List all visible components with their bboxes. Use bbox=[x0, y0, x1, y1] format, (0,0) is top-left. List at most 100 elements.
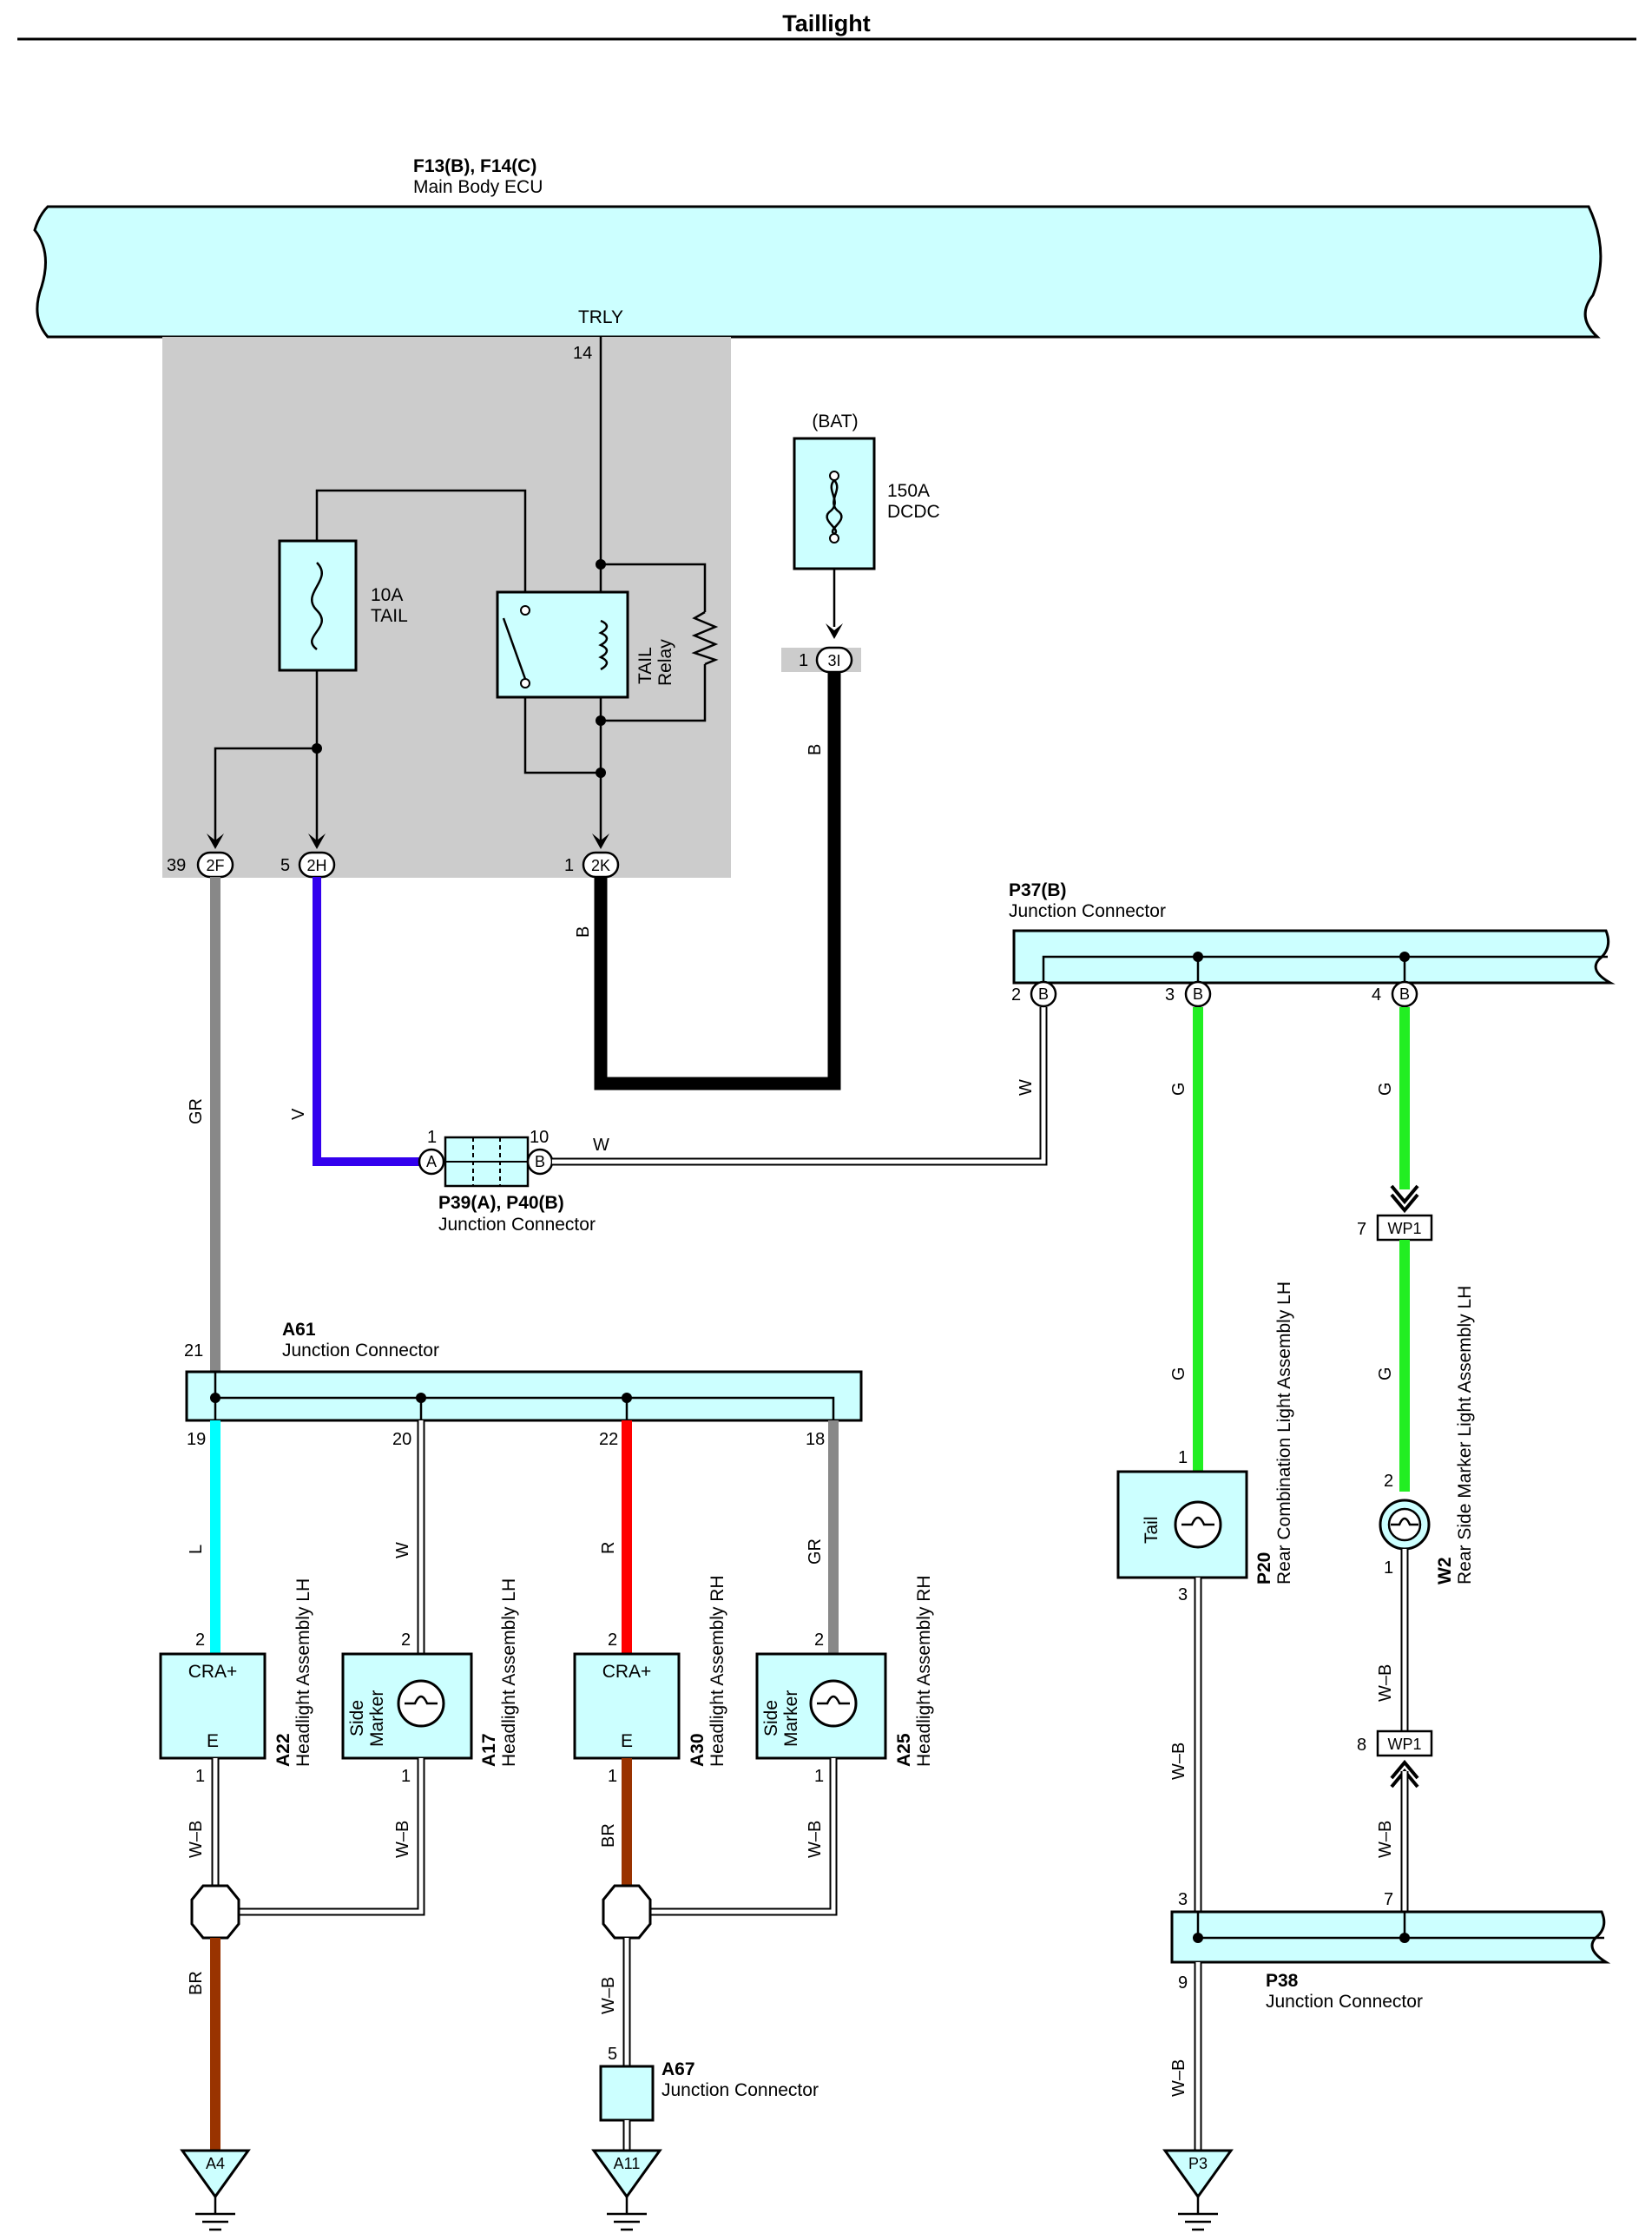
svg-text:4: 4 bbox=[1372, 985, 1381, 1005]
internal-wiring bbox=[214, 337, 707, 847]
a67-pin: 5 bbox=[608, 2045, 617, 2064]
a25-code: A25 bbox=[894, 1733, 914, 1767]
wire-label-wb-5: W–B bbox=[1169, 1743, 1188, 1780]
wire-label-g-3: G bbox=[1376, 1082, 1395, 1096]
wire-label-l: L bbox=[187, 1545, 206, 1554]
wp1-label-bottom: WP1 bbox=[1387, 1736, 1421, 1753]
a25-pin-bottom: 1 bbox=[814, 1767, 824, 1786]
ecu-terminal: TRLY bbox=[578, 307, 623, 327]
p37-pins: B 2 B 3 B 4 bbox=[1011, 980, 1418, 1008]
p20-code: P20 bbox=[1254, 1552, 1274, 1584]
wire-label-r: R bbox=[599, 1542, 618, 1554]
wire-label-gr: GR bbox=[187, 1098, 206, 1124]
relay-coil-icon bbox=[598, 619, 609, 671]
bulb-icon bbox=[1387, 1507, 1422, 1542]
a67-connector bbox=[599, 2065, 655, 2122]
bat-label: (BAT) bbox=[812, 412, 858, 432]
conn-2k: 2K 1 bbox=[564, 833, 620, 879]
wire-label-w-3: W bbox=[393, 1542, 412, 1558]
p39-name: Junction Connector bbox=[438, 1215, 596, 1235]
p20-name: Rear Combination Light Assembly LH bbox=[1274, 1281, 1294, 1584]
a30-top: CRA+ bbox=[602, 1662, 652, 1682]
ecu-code: F13(B), F14(C) bbox=[413, 156, 536, 176]
wp1-pin-bottom: 8 bbox=[1357, 1736, 1366, 1755]
a22-pin-bottom: 1 bbox=[195, 1767, 205, 1786]
relay-name-2: Relay bbox=[655, 639, 675, 686]
fuse-element-icon bbox=[826, 479, 838, 536]
wire-label-w-1: W bbox=[593, 1136, 609, 1155]
svg-text:2: 2 bbox=[1011, 985, 1021, 1005]
a30-pin-top: 2 bbox=[608, 1631, 617, 1650]
p39-pin-a-num: 1 bbox=[427, 1128, 437, 1147]
svg-text:B: B bbox=[1038, 985, 1049, 1003]
ecu-pin-14: 14 bbox=[573, 344, 592, 363]
wire-label-g-2: G bbox=[1169, 1367, 1188, 1380]
p39-label-a: A bbox=[426, 1153, 437, 1170]
wire-label-gr-2: GR bbox=[806, 1538, 825, 1565]
a61-pin-19: 19 bbox=[187, 1430, 206, 1449]
p37-code: P37(B) bbox=[1009, 880, 1067, 900]
p38-pin-3: 3 bbox=[1178, 1890, 1188, 1909]
a30-pin-bottom: 1 bbox=[608, 1767, 617, 1786]
a17-inner-2: Marker bbox=[367, 1690, 387, 1747]
wire-label-br-1: BR bbox=[187, 1971, 206, 1995]
a22-code: A22 bbox=[273, 1733, 293, 1767]
wire-label-b-3i: B bbox=[806, 744, 825, 755]
a17-inner-1: Side bbox=[347, 1700, 367, 1736]
ground-a11: A11 bbox=[591, 2149, 662, 2231]
conn-2h: 2H 5 bbox=[280, 833, 336, 879]
svg-text:P3: P3 bbox=[1188, 2155, 1208, 2172]
p37-name: Junction Connector bbox=[1009, 901, 1166, 921]
wire-label-g-1: G bbox=[1169, 1082, 1188, 1096]
fuse-tail-rating: 10A bbox=[371, 585, 403, 605]
a30-code: A30 bbox=[688, 1733, 708, 1767]
p39-pin-a bbox=[418, 1148, 445, 1176]
a25-pin-top: 2 bbox=[814, 1631, 824, 1650]
a30-name: Headlight Assembly RH bbox=[708, 1575, 727, 1767]
svg-text:B: B bbox=[1399, 985, 1410, 1003]
wire-label-wb-8: W–B bbox=[1169, 2059, 1188, 2097]
a61-name: Junction Connector bbox=[282, 1341, 439, 1360]
fuse-dcdc-name: DCDC bbox=[887, 502, 940, 522]
a22-pin-top: 2 bbox=[195, 1631, 205, 1650]
p39-pin-b-num: 10 bbox=[530, 1128, 549, 1147]
p20-inner: Tail bbox=[1142, 1516, 1162, 1544]
wire-label-v: V bbox=[289, 1108, 308, 1120]
wire-v bbox=[313, 877, 425, 1166]
wp1-connector-top bbox=[1376, 1214, 1433, 1242]
diagram-title: Taillight bbox=[782, 10, 871, 36]
p20-pin-bottom: 3 bbox=[1178, 1585, 1188, 1604]
conn-2h-pin: 5 bbox=[280, 856, 290, 875]
wire-label-g-4: G bbox=[1376, 1367, 1395, 1380]
junction-block bbox=[162, 337, 731, 878]
w2-name: Rear Side Marker Light Assembly LH bbox=[1455, 1286, 1475, 1584]
wire-label-wb-2: W–B bbox=[393, 1821, 412, 1858]
a25-inner-1: Side bbox=[761, 1700, 781, 1736]
a25-inner-2: Marker bbox=[781, 1690, 801, 1747]
p20-pin-top: 1 bbox=[1178, 1448, 1188, 1467]
a67-name: Junction Connector bbox=[661, 2080, 819, 2100]
wire-label-b-2k: B bbox=[574, 926, 593, 938]
p38-name: Junction Connector bbox=[1266, 1992, 1423, 2012]
wire-label-br-2: BR bbox=[599, 1823, 618, 1848]
w2-pin-bottom: 1 bbox=[1384, 1558, 1393, 1578]
wp1-label-top: WP1 bbox=[1387, 1220, 1421, 1237]
a22-top: CRA+ bbox=[188, 1662, 238, 1682]
p39-code: P39(A), P40(B) bbox=[438, 1193, 564, 1213]
wire-label-wb-7: W–B bbox=[1376, 1821, 1395, 1858]
bulb-icon bbox=[1174, 1500, 1222, 1549]
w2-pin-top: 2 bbox=[1384, 1472, 1393, 1491]
conn-3i-label: 3I bbox=[827, 652, 840, 669]
wire-w-p37 bbox=[552, 1007, 1046, 1164]
wire-wb-a25 bbox=[650, 1758, 838, 1916]
wire-label-wb-1: W–B bbox=[187, 1821, 206, 1858]
svg-text:A4: A4 bbox=[206, 2155, 225, 2172]
relay-name-1: TAIL bbox=[635, 647, 655, 684]
wp1-pin-top: 7 bbox=[1357, 1220, 1366, 1239]
tail-relay bbox=[496, 590, 629, 699]
fuse-10a-tail bbox=[278, 539, 358, 672]
relay-resistor-icon bbox=[691, 610, 719, 666]
w2-code: W2 bbox=[1435, 1558, 1455, 1585]
p38-pin-out: 9 bbox=[1178, 1973, 1188, 1993]
a61-pin-22: 22 bbox=[599, 1430, 618, 1449]
